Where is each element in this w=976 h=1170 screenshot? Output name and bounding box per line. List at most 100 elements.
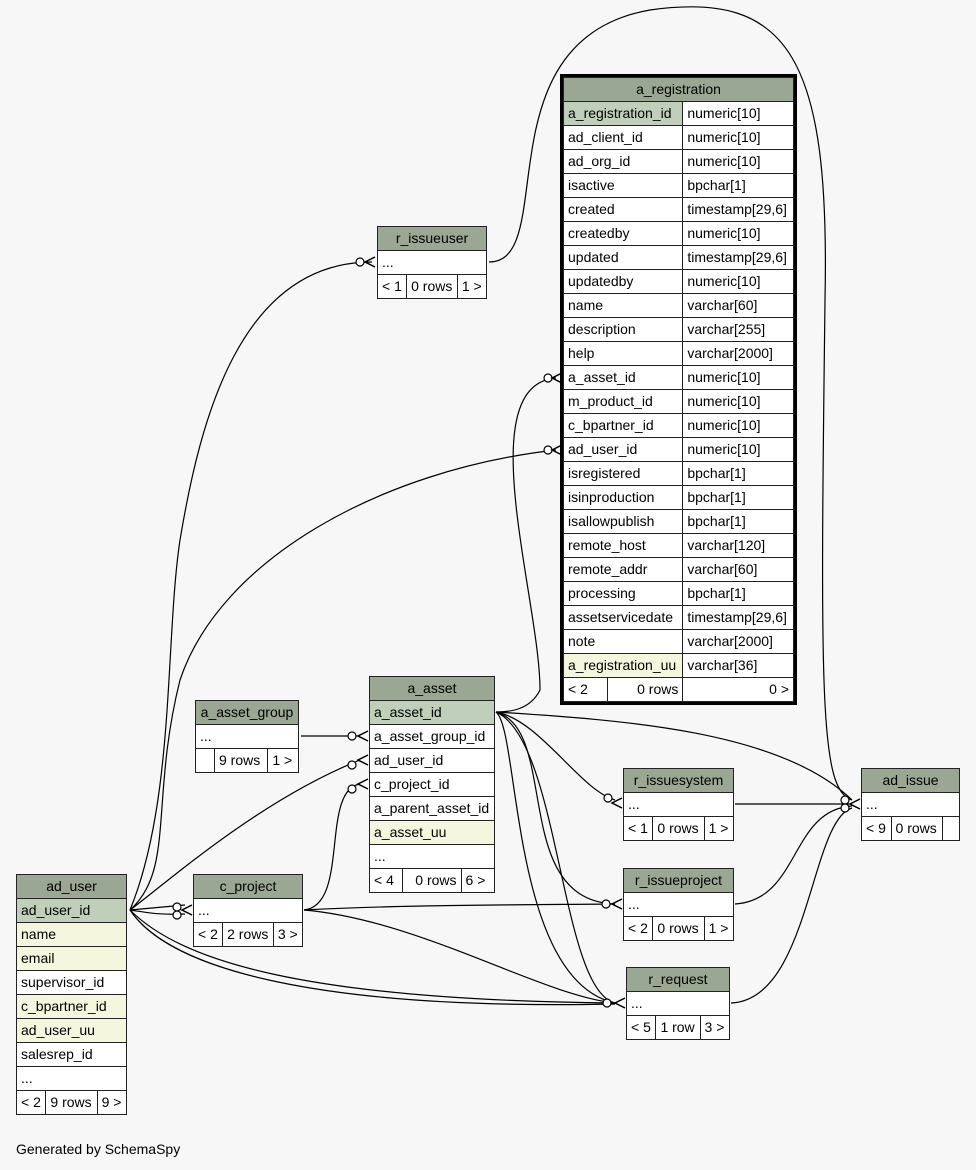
- parents-count: < 1: [622, 816, 654, 841]
- row-count: 0 rows: [890, 816, 944, 841]
- edge-asset-request: [495, 711, 616, 1004]
- children-count: 1 >: [456, 274, 488, 299]
- column-type: timestamp[29,6]: [682, 197, 794, 222]
- row-count: 0 rows: [406, 274, 458, 299]
- column-row: ...: [861, 792, 960, 817]
- column-type: timestamp[29,6]: [682, 605, 794, 630]
- column-row: ...: [193, 898, 303, 923]
- edge-request-ad-issue: [730, 807, 853, 1004]
- column-row: ad_user_id: [16, 898, 127, 923]
- column-row: ad_user_id: [369, 748, 495, 773]
- row-count: 2 rows: [222, 922, 274, 947]
- column-type: numeric[10]: [682, 221, 794, 246]
- generated-by-footer: Generated by SchemaSpy: [16, 1141, 181, 1157]
- end-circle: [347, 784, 357, 794]
- column-name: name: [562, 293, 684, 318]
- parents-count: < 2: [622, 916, 654, 941]
- column-type: numeric[10]: [682, 101, 794, 126]
- edge-r-issueuser-ad-issue: [488, 6, 853, 801]
- column-name: help: [562, 341, 684, 366]
- column-type: varchar[120]: [682, 533, 794, 558]
- column-name: ad_client_id: [562, 125, 684, 150]
- table-ad-issue: ad_issue ... < 9 0 rows: [861, 768, 960, 841]
- crow-foot: [550, 372, 563, 384]
- table-title: a_asset: [369, 676, 495, 701]
- children-count: 1 >: [703, 816, 735, 841]
- column-type: bpchar[1]: [682, 461, 794, 486]
- row-count: 1 row: [655, 1015, 701, 1040]
- table-title: ad_issue: [861, 768, 960, 793]
- column-row: ...: [626, 991, 730, 1016]
- column-name: isregistered: [562, 461, 684, 486]
- column-row: a_asset_uu: [369, 820, 495, 845]
- column-name: ad_org_id: [562, 149, 684, 174]
- end-circle: [840, 803, 850, 813]
- end-circle: [347, 760, 357, 770]
- column-type: numeric[10]: [682, 437, 794, 462]
- crow-foot: [180, 904, 193, 916]
- column-type: bpchar[1]: [682, 509, 794, 534]
- edge-registration-a-asset: [495, 377, 557, 713]
- edge-ad-user-request-2: [129, 909, 616, 1006]
- table-title: r_issueuser: [377, 226, 487, 251]
- crow-foot: [613, 997, 626, 1009]
- column-row: ...: [623, 792, 734, 817]
- row-count: 0 rows: [402, 868, 462, 893]
- column-name: a_registration_uu: [562, 653, 684, 678]
- edge-asset-c-project: [303, 783, 361, 911]
- table-title: ad_user: [16, 874, 127, 899]
- edge-r-issueuser-ad-user: [129, 261, 373, 911]
- table-c-project: c_project ... < 2 2 rows 3 >: [192, 874, 304, 947]
- children-count: [942, 816, 960, 841]
- column-name: ad_user_id: [562, 437, 684, 462]
- table-r-issueuser: r_issueuser ... < 1 0 rows 1 >: [376, 226, 488, 299]
- column-type: varchar[36]: [682, 653, 794, 678]
- column-name: processing: [562, 581, 684, 606]
- crow-foot: [550, 444, 563, 456]
- column-name: description: [562, 317, 684, 342]
- edge-asset-request-2: [495, 711, 616, 1004]
- edge-asset-issueproject: [495, 711, 616, 905]
- edge-ad-user-request: [129, 909, 616, 1004]
- parents-count: < 9: [861, 816, 892, 841]
- column-row: a_parent_asset_id: [369, 796, 495, 821]
- column-name: a_registration_id: [562, 101, 684, 126]
- row-count: 0 rows: [652, 816, 705, 841]
- parents-count: [195, 748, 215, 773]
- column-name: isactive: [562, 173, 684, 198]
- column-type: numeric[10]: [682, 269, 794, 294]
- column-type: numeric[10]: [682, 149, 794, 174]
- column-row: ...: [195, 724, 299, 749]
- row-count: 0 rows: [606, 677, 684, 702]
- column-row: c_project_id: [369, 772, 495, 797]
- column-row: name: [16, 922, 127, 947]
- column-name: isinproduction: [562, 485, 684, 510]
- table-r-request: r_request ... < 5 1 row 3 >: [625, 967, 731, 1040]
- crow-foot: [356, 730, 369, 742]
- column-row: c_bpartner_id: [16, 994, 127, 1019]
- column-name: isallowpublish: [562, 509, 684, 534]
- parents-count: < 5: [625, 1015, 657, 1040]
- end-circle: [347, 731, 357, 741]
- column-row: salesrep_id: [16, 1042, 127, 1067]
- parents-count: < 4: [368, 868, 404, 893]
- table-title: r_issueproject: [623, 868, 734, 893]
- crow-foot: [610, 898, 623, 910]
- table-title: r_request: [626, 967, 730, 992]
- column-type: numeric[10]: [682, 125, 794, 150]
- column-row: ad_user_uu: [16, 1018, 127, 1043]
- column-type: timestamp[29,6]: [682, 245, 794, 270]
